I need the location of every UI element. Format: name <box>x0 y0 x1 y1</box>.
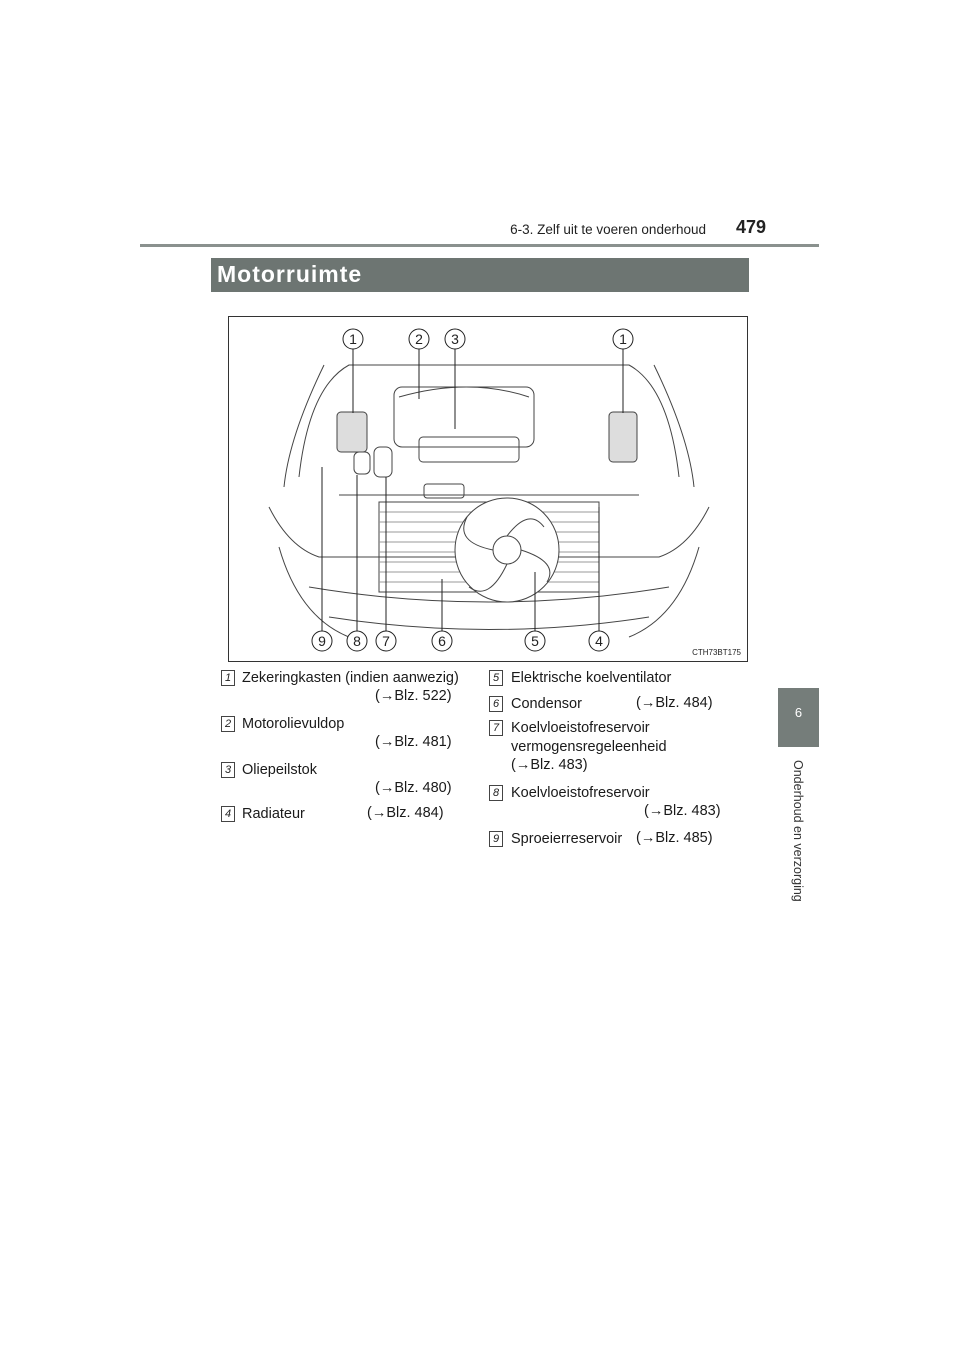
callout-top-4: 1 <box>619 331 627 347</box>
item-8-number: 8 <box>489 785 503 801</box>
item-9-label: Sproeierreservoir <box>511 831 623 847</box>
section-bar: Motorruimte <box>211 258 749 292</box>
item-7-number: 7 <box>489 720 503 736</box>
engine-illustration: 1 2 3 1 9 8 7 6 5 4 <box>268 328 710 652</box>
callout-top-1: 1 <box>349 331 357 347</box>
callout-bottom-9: 9 <box>318 633 326 649</box>
chapter-side-label: Onderhoud en verzorging <box>788 760 808 910</box>
callout-bottom-5: 5 <box>531 633 539 649</box>
item-4-ref: (→Blz. 484) <box>367 805 444 821</box>
item-8-label: Koelvloeistofreservoir <box>511 785 650 801</box>
item-6-ref: (→Blz. 484) <box>636 695 713 711</box>
item-4-number: 4 <box>221 806 235 822</box>
item-9-number: 9 <box>489 831 503 847</box>
section-title: Motorruimte <box>217 261 363 287</box>
callout-bottom-6: 6 <box>438 633 446 649</box>
item-7-label-line2: vermogensregeleenheid <box>511 739 667 755</box>
chapter-title: Onderhoud en verzorging <box>791 760 805 902</box>
item-8-ref: (→Blz. 483) <box>644 803 721 819</box>
item-1-number: 1 <box>221 670 235 686</box>
item-1-ref: (→Blz. 522) <box>375 688 452 704</box>
item-2-label: Motorolievuldop <box>242 716 345 732</box>
item-2-number: 2 <box>221 716 235 732</box>
item-1-label: Zekeringkasten (indien aanwezig) <box>242 670 459 686</box>
item-6-label: Condensor <box>511 696 582 712</box>
engine-compartment-figure: 1 2 3 1 9 8 7 6 5 4 CTH73BT175 <box>228 316 748 662</box>
callout-top-3: 3 <box>451 331 459 347</box>
figure-code: CTH73BT175 <box>692 648 741 657</box>
page-number: 479 <box>736 217 767 237</box>
callout-bottom-7: 7 <box>382 633 390 649</box>
item-6-number: 6 <box>489 696 503 712</box>
item-3-label: Oliepeilstok <box>242 762 317 778</box>
item-7-ref: (→Blz. 483) <box>511 757 588 773</box>
item-5-number: 5 <box>489 670 503 686</box>
item-7-label-line1: Koelvloeistofreservoir <box>511 720 650 736</box>
item-3-number: 3 <box>221 762 235 778</box>
callout-bottom-4: 4 <box>595 633 603 649</box>
item-3-ref: (→Blz. 480) <box>375 780 452 796</box>
chapter-tab: 6 <box>778 688 819 747</box>
item-2-ref: (→Blz. 481) <box>375 734 452 750</box>
item-4-label: Radiateur <box>242 806 305 822</box>
callout-bottom-8: 8 <box>353 633 361 649</box>
callout-top-2: 2 <box>415 331 423 347</box>
item-5-label: Elektrische koelventilator <box>511 670 672 686</box>
header-rule <box>140 244 819 247</box>
item-9-ref: (→Blz. 485) <box>636 830 713 846</box>
header-section-title: 6-3. Zelf uit te voeren onderhoud <box>510 222 706 237</box>
